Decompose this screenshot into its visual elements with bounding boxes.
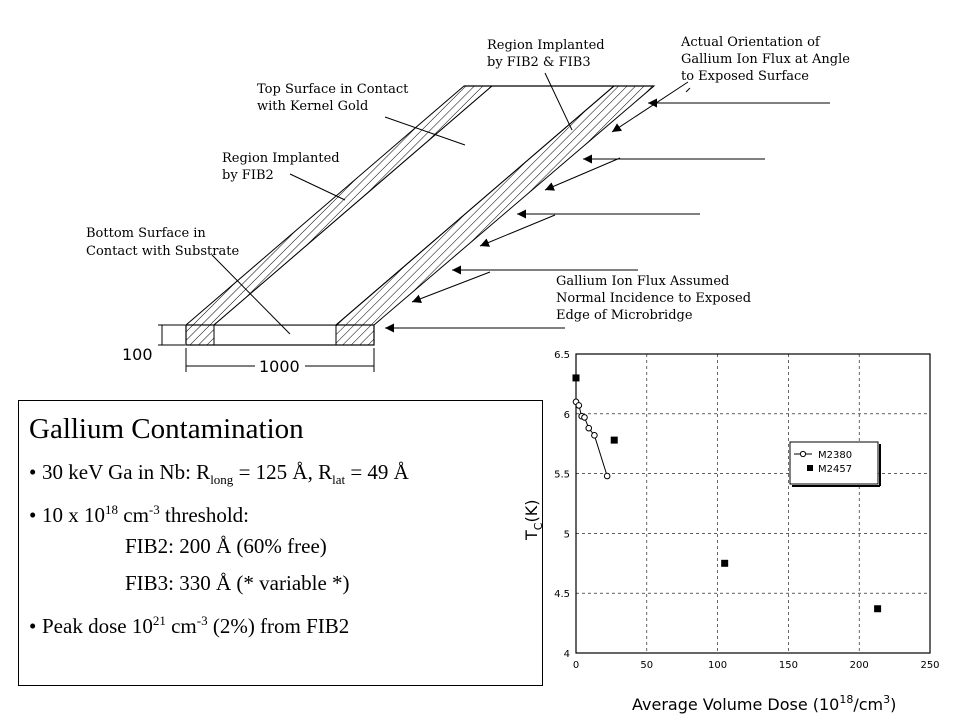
label-region-fib2-2: by FIB2 — [222, 168, 274, 183]
label-actual-orientation-2: Gallium Ion Flux at Angle — [681, 52, 850, 67]
label-region-fib2-fib3-2: by FIB2 & FIB3 — [487, 55, 591, 70]
normal-flux-arrows — [385, 98, 830, 333]
series-m2380-point — [575, 402, 583, 409]
label-top-surface-1: Top Surface in Contact — [257, 82, 409, 97]
tc-vs-dose-chart: 0 50 100 150 200 250 4 4.5 5 5.5 6 6.5 Average Volu… — [522, 350, 940, 714]
series-m2380-point — [603, 472, 611, 480]
fib2-depth-line: FIB2: 200 Å (60% free) — [125, 534, 327, 558]
legend: M2380 M2457 — [789, 441, 881, 487]
plot-frame — [575, 353, 931, 654]
label-pointers — [211, 72, 691, 335]
range-line: •30 keV Ga in Nb: Rlong = 125 Å, Rlat = … — [29, 460, 409, 488]
dim-height-label: 100 — [122, 345, 153, 364]
x-tick-label: 200 — [850, 660, 869, 671]
label-actual-orientation-1: Actual Orientation of — [680, 35, 821, 50]
series-m2457-point — [874, 605, 882, 613]
dim-width-label: 1000 — [259, 357, 300, 376]
label-region-fib2-1: Region Implanted — [222, 151, 340, 166]
label-actual-orientation-3: to Exposed Surface — [681, 69, 809, 84]
y-tick-label: 6 — [564, 410, 570, 421]
x-tick-label: 50 — [640, 660, 653, 671]
legend-label-m2380: M2380 — [818, 450, 852, 461]
y-axis-label: TC(K) — [522, 500, 545, 541]
label-bottom-surface-2: Contact with Substrate — [86, 244, 239, 259]
x-tick-label: 0 — [573, 660, 579, 671]
threshold-line: •10 x 1018 cm-3 threshold: — [29, 502, 249, 527]
x-axis-label: Average Volume Dose (1018/cm3) — [632, 693, 896, 714]
series-m2380-point — [585, 424, 593, 432]
label-normal-flux-1: Gallium Ion Flux Assumed — [556, 274, 729, 289]
label-bottom-surface-1: Bottom Surface in — [86, 226, 206, 241]
y-tick-label: 5 — [564, 529, 570, 540]
y-tick-label: 5.5 — [554, 470, 570, 481]
series-m2457-point — [721, 559, 729, 567]
x-tick-label: 100 — [708, 660, 727, 671]
x-tick-label: 250 — [920, 660, 939, 671]
series-m2457-point — [572, 374, 580, 382]
fib3-depth-line: FIB3: 330 Å (* variable *) — [125, 571, 350, 595]
label-normal-flux-3: Edge of Microbridge — [556, 308, 693, 323]
label-region-fib2-fib3-1: Region Implanted — [487, 38, 605, 53]
angled-flux-arrows — [411, 81, 689, 303]
gallium-contamination-box: Gallium Contamination •30 keV Ga in Nb: … — [18, 400, 543, 686]
series-m2457-point — [610, 436, 618, 444]
label-normal-flux-2: Normal Incidence to Exposed — [556, 291, 751, 306]
left-implant-region — [185, 324, 215, 346]
series-m2380-point — [591, 432, 598, 439]
right-implant-region — [335, 324, 375, 346]
legend-label-m2457: M2457 — [818, 464, 852, 475]
label-top-surface-2: with Kernel Gold — [257, 99, 368, 114]
y-tick-label: 4 — [564, 649, 570, 660]
series-m2380-point — [581, 414, 588, 421]
dimension-lines — [158, 324, 375, 372]
series-m2380-line — [575, 401, 608, 477]
peak-dose-line: •Peak dose 1021 cm-3 (2%) from FIB2 — [29, 613, 350, 638]
x-tick-label: 150 — [779, 660, 798, 671]
y-tick-label: 6.5 — [554, 350, 570, 361]
y-tick-label: 4.5 — [554, 589, 570, 600]
infobox-title: Gallium Contamination — [29, 413, 304, 445]
